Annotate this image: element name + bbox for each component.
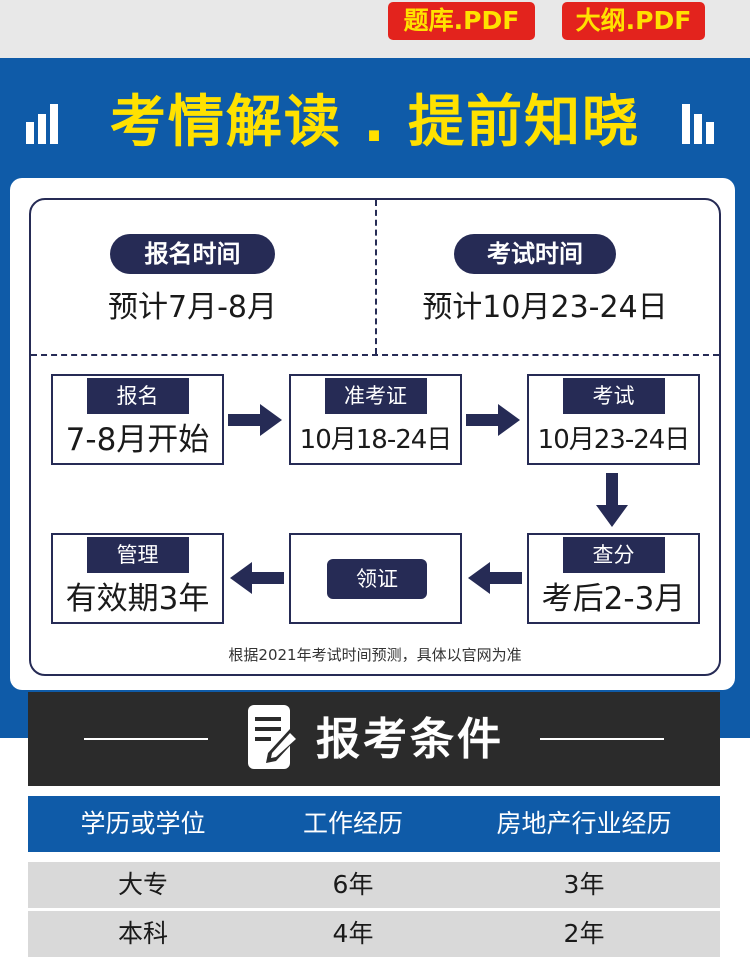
step-label: 报名 [86,378,189,414]
step-label: 查分 [562,537,665,573]
arrow-down-icon [596,473,628,527]
registration-time-label: 报名时间 [110,234,275,274]
table-cell: 6年 [332,870,374,899]
decor-line [84,738,208,740]
prediction-note: 根据2021年考试时间预测，具体以官网为准 [228,646,522,664]
table-cell: 4年 [332,919,374,948]
column-header-work-experience: 工作经历 [302,809,403,838]
step-manage: 管理 有效期3年 [51,533,224,624]
bar-chart-icon [682,104,724,144]
schedule-panel [29,198,721,676]
step-value: 有效期3年 [65,581,210,617]
step-exam: 考试 10月23-24日 [527,374,700,465]
syllabus-pdf-badge[interactable]: 大纲.PDF [562,2,705,40]
arrow-left-icon [230,562,284,594]
step-certificate: 领证 [289,533,462,624]
registration-time-value: 预计7月-8月 [108,290,277,325]
exam-time-value: 预计10月23-24日 [422,290,668,325]
column-header-education: 学历或学位 [80,809,206,838]
step-label: 准考证 [324,378,427,414]
arrow-right-icon [466,404,520,436]
step-value: 10月18-24日 [299,425,453,455]
page-title: 考情解读 . 提前知晓 [109,90,641,155]
step-value: 10月23-24日 [537,425,691,455]
step-value: 7-8月开始 [65,422,210,458]
decor-line [540,738,664,740]
divider [375,200,377,354]
document-edit-icon [248,705,298,769]
table-cell: 本科 [117,919,168,948]
conditions-table-header: 学历或学位 工作经历 房地产行业经历 [28,796,720,852]
step-signup: 报名 7-8月开始 [51,374,224,465]
column-header-industry-experience: 房地产行业经历 [496,809,672,838]
table-row: 大专 6年 3年 [28,862,720,908]
step-admission-ticket: 准考证 10月18-24日 [289,374,462,465]
conditions-title: 报考条件 [316,714,504,765]
arrow-right-icon [228,404,282,436]
step-value: 考后2-3月 [541,581,686,617]
bar-chart-icon [26,104,68,144]
step-label: 管理 [86,537,189,573]
exam-time-label: 考试时间 [454,234,616,274]
table-cell: 大专 [117,870,168,899]
arrow-left-icon [468,562,522,594]
step-label: 领证 [327,559,427,599]
table-cell: 2年 [563,919,605,948]
step-score-check: 查分 考后2-3月 [527,533,700,624]
divider [31,354,719,356]
table-cell: 3年 [563,870,605,899]
table-row: 本科 4年 2年 [28,911,720,957]
step-label: 考试 [562,378,665,414]
question-bank-pdf-badge[interactable]: 题库.PDF [388,2,535,40]
